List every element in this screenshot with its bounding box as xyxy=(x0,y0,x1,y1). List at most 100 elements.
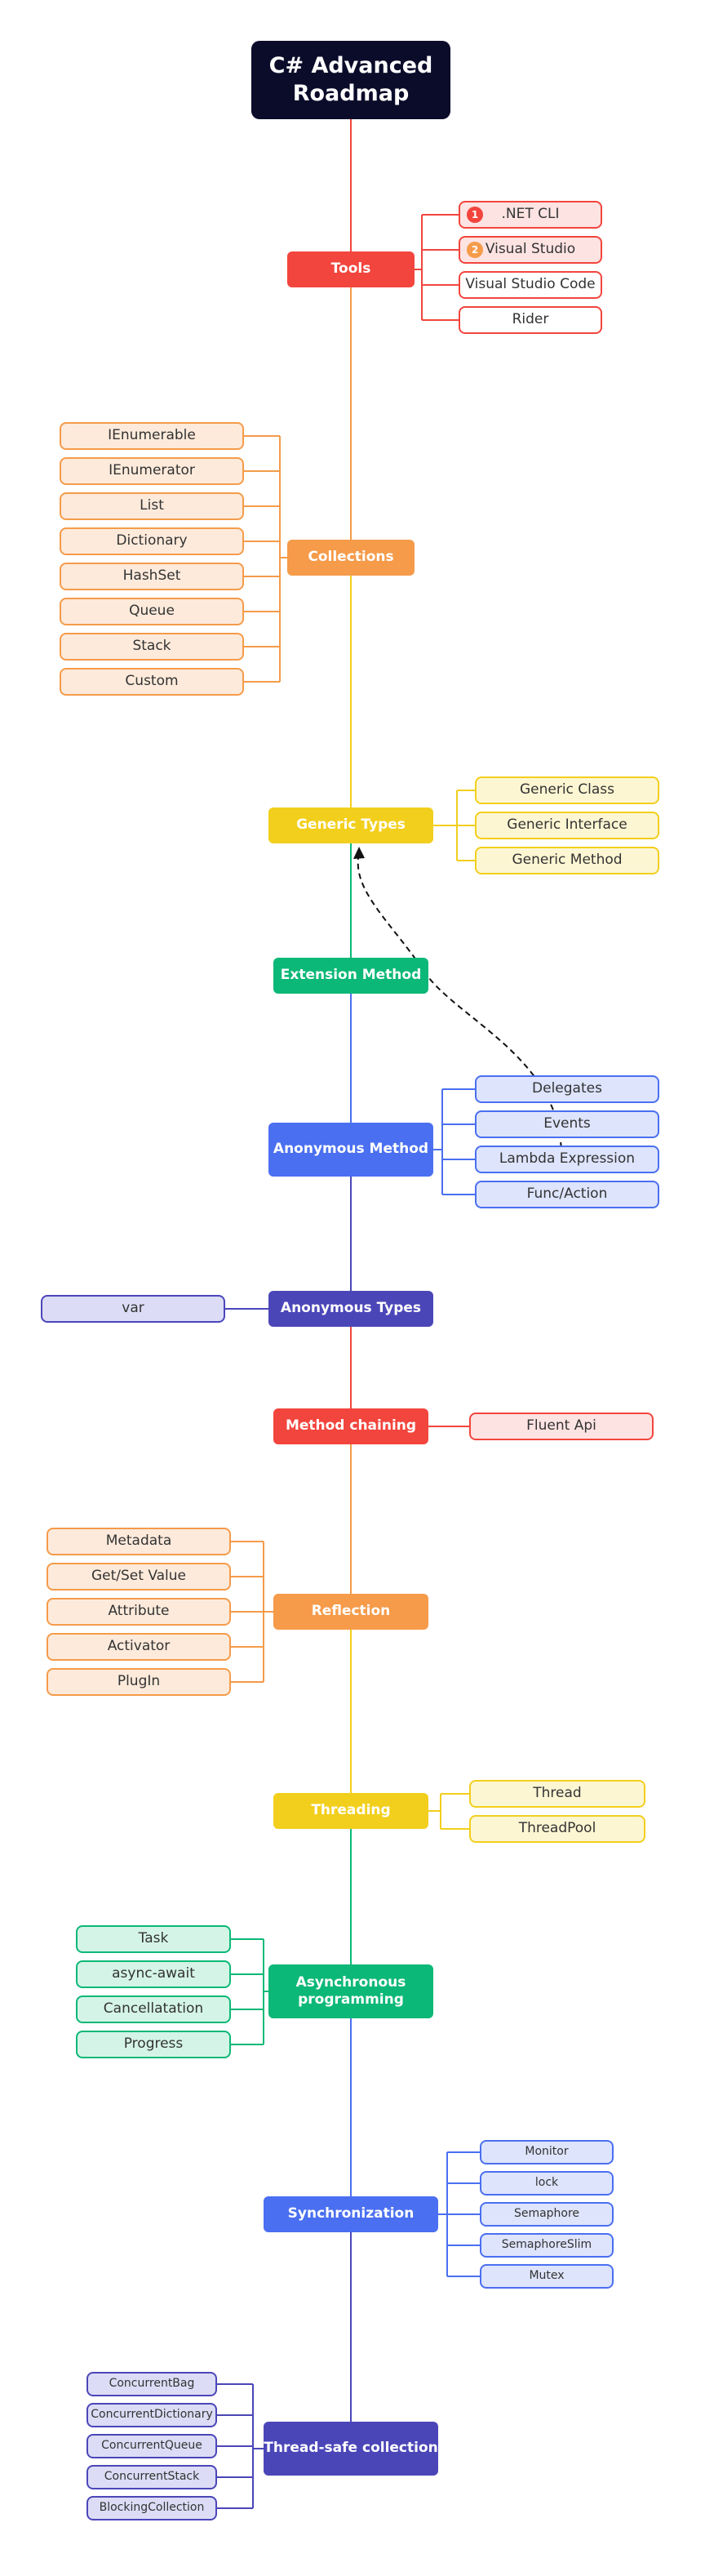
number-badge-icon: 1 xyxy=(467,207,483,223)
leaf-queue: Queue xyxy=(60,598,244,625)
leaf-dictionary: Dictionary xyxy=(60,527,244,555)
leaf-label: ConcurrentStack xyxy=(104,2470,200,2484)
leaf-label: Thread xyxy=(533,1785,582,1802)
number-badge-icon: 2 xyxy=(467,242,483,258)
topic-collections: Collections xyxy=(287,540,415,576)
leaf-label: SemaphoreSlim xyxy=(501,2238,592,2252)
leaf-async-await: async-await xyxy=(76,1960,231,1988)
leaf-label: Fluent Api xyxy=(526,1417,596,1435)
leaf-label: Activator xyxy=(107,1638,171,1655)
leaf-label: Cancellatation xyxy=(103,2000,204,2018)
leaf-concurrentstack: ConcurrentStack xyxy=(86,2465,217,2489)
leaf-label: Rider xyxy=(512,311,549,328)
leaf-net-cli: 1 .NET CLI xyxy=(459,201,602,229)
leaf-label: lock xyxy=(534,2176,559,2190)
topic-anonymous-types: Anonymous Types xyxy=(268,1291,433,1327)
leaf-label: Metadata xyxy=(105,1533,172,1550)
leaf-label: Dictionary xyxy=(116,532,188,549)
leaf-progress: Progress xyxy=(76,2031,231,2058)
leaf-label: ConcurrentQueue xyxy=(101,2439,202,2453)
leaf-concurrentbag: ConcurrentBag xyxy=(86,2372,217,2396)
topic-reflection: Reflection xyxy=(273,1594,428,1630)
leaf-get-set-value: Get/Set Value xyxy=(47,1563,231,1591)
leaf-label: Mutex xyxy=(529,2269,565,2283)
leaf-concurrentdictionary: ConcurrentDictionary xyxy=(86,2403,217,2427)
leaf-fluent-api: Fluent Api xyxy=(469,1413,654,1440)
leaf-custom: Custom xyxy=(60,668,244,696)
leaf-plugin: PlugIn xyxy=(47,1668,231,1696)
leaf-mutex: Mutex xyxy=(480,2264,614,2289)
topic-synchronization: Synchronization xyxy=(264,2196,438,2232)
leaf-cancellatation: Cancellatation xyxy=(76,1995,231,2023)
leaf-label: ThreadPool xyxy=(518,1820,596,1837)
leaf-label: PlugIn xyxy=(117,1673,161,1690)
leaf-func-action: Func/Action xyxy=(475,1181,659,1208)
leaf-label: BlockingCollection xyxy=(99,2501,205,2515)
leaf-label: Queue xyxy=(129,603,175,620)
leaf-semaphoreslim: SemaphoreSlim xyxy=(480,2233,614,2258)
leaf-label: Get/Set Value xyxy=(91,1568,187,1585)
leaf-label: Generic Interface xyxy=(507,816,627,834)
leaf-attribute: Attribute xyxy=(47,1598,231,1626)
leaf-semaphore: Semaphore xyxy=(480,2202,614,2227)
leaf-ienumerator: IEnumerator xyxy=(60,457,244,485)
leaf-task: Task xyxy=(76,1925,231,1953)
leaf-list: List xyxy=(60,492,244,520)
leaf-rider: Rider xyxy=(459,306,602,334)
topic-threading: Threading xyxy=(273,1793,428,1829)
leaf-blockingcollection: BlockingCollection xyxy=(86,2496,217,2520)
leaf-label: Generic Class xyxy=(519,781,615,799)
leaf-label: Task xyxy=(138,1930,169,1947)
leaf-label: var xyxy=(122,1300,144,1317)
roadmap-title: C# Advanced Roadmap xyxy=(251,41,450,119)
leaf-label: Stack xyxy=(132,638,171,655)
leaf-label: Visual Studio Code xyxy=(465,276,596,293)
leaf-concurrentqueue: ConcurrentQueue xyxy=(86,2434,217,2458)
leaf-var: var xyxy=(41,1295,225,1323)
topic-thread-safe-collection: Thread-safe collection xyxy=(264,2422,438,2476)
leaf-stack: Stack xyxy=(60,633,244,661)
leaf-label: Semaphore xyxy=(513,2207,580,2221)
leaf-label: Delegates xyxy=(532,1080,602,1097)
leaf-delegates: Delegates xyxy=(475,1075,659,1103)
leaf-lock: lock xyxy=(480,2171,614,2196)
topic-asynchronous-programming: Asynchronous programming xyxy=(268,1964,433,2018)
topic-method-chaining: Method chaining xyxy=(273,1408,428,1444)
leaf-label: ConcurrentDictionary xyxy=(91,2408,213,2422)
leaf-thread: Thread xyxy=(469,1780,645,1808)
leaf-label: Custom xyxy=(125,673,179,690)
leaf-label: HashSet xyxy=(122,567,181,585)
leaf-label: Attribute xyxy=(108,1603,170,1620)
leaf-lambda-expression: Lambda Expression xyxy=(475,1146,659,1173)
leaf-label: .NET CLI xyxy=(501,206,560,223)
leaf-label: async-await xyxy=(112,1965,195,1982)
leaf-label: Events xyxy=(543,1115,591,1132)
topic-anonymous-method: Anonymous Method xyxy=(268,1123,433,1177)
leaf-label: Monitor xyxy=(525,2145,569,2159)
topic-tools: Tools xyxy=(287,251,415,287)
leaf-label: Generic Method xyxy=(512,852,623,869)
leaf-ienumerable: IEnumerable xyxy=(60,422,244,450)
leaf-label: Func/Action xyxy=(526,1186,608,1203)
leaf-label: List xyxy=(140,497,164,514)
leaf-generic-interface: Generic Interface xyxy=(475,812,659,839)
leaf-label: IEnumerable xyxy=(108,427,196,444)
leaf-hashset: HashSet xyxy=(60,563,244,590)
arrowhead-icon xyxy=(353,847,365,859)
leaf-generic-class: Generic Class xyxy=(475,776,659,804)
leaf-label: Lambda Expression xyxy=(499,1150,636,1168)
leaf-generic-method: Generic Method xyxy=(475,847,659,874)
leaf-threadpool: ThreadPool xyxy=(469,1815,645,1843)
leaf-visual-studio-code: Visual Studio Code xyxy=(459,271,602,299)
leaf-label: Visual Studio xyxy=(485,241,576,258)
leaf-activator: Activator xyxy=(47,1633,231,1661)
topic-extension-method: Extension Method xyxy=(273,958,428,994)
leaf-events: Events xyxy=(475,1110,659,1138)
leaf-metadata: Metadata xyxy=(47,1528,231,1555)
leaf-label: Progress xyxy=(123,2035,184,2053)
topic-generic-types: Generic Types xyxy=(268,808,433,843)
leaf-label: IEnumerator xyxy=(109,462,195,479)
leaf-monitor: Monitor xyxy=(480,2140,614,2164)
leaf-label: ConcurrentBag xyxy=(109,2377,195,2391)
